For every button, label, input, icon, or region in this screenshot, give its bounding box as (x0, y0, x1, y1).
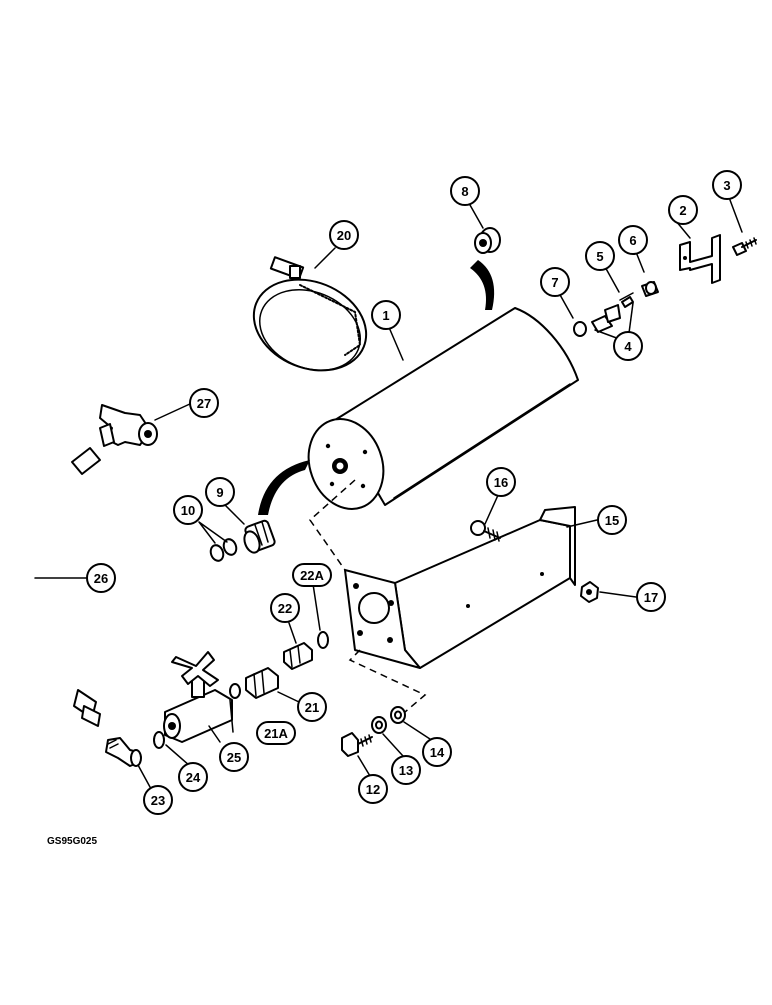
alignment-line-bolt (348, 649, 427, 713)
svg-text:21: 21 (305, 700, 319, 715)
plug-fitting-8 (474, 227, 501, 254)
callout-16: 16 (486, 467, 516, 497)
callout-5: 5 (585, 241, 615, 271)
drain-cock-25 (163, 651, 233, 743)
svg-text:23: 23 (151, 793, 165, 808)
callout-9: 9 (205, 477, 235, 507)
washer-14 (390, 706, 406, 724)
callout-10: 10 (173, 495, 203, 525)
callout-7: 7 (540, 267, 570, 297)
svg-text:5: 5 (596, 249, 603, 264)
assembly-arrow-left (258, 460, 310, 515)
tee-fitting-27 (99, 404, 158, 447)
bolt-12 (341, 732, 373, 757)
svg-text:9: 9 (216, 485, 223, 500)
callout-21A: 21A (256, 721, 296, 745)
callout-4: 4 (613, 331, 643, 361)
callout-27: 27 (189, 388, 219, 418)
washer-22A (317, 631, 329, 649)
svg-text:6: 6 (629, 233, 636, 248)
elbow-fitting-23 (105, 737, 142, 767)
screw-3 (732, 237, 757, 256)
svg-text:7: 7 (551, 275, 558, 290)
callout-23: 23 (143, 785, 173, 815)
fitting-22 (283, 642, 313, 670)
svg-text:13: 13 (399, 763, 413, 778)
svg-text:24: 24 (186, 770, 201, 785)
callout-12: 12 (358, 774, 388, 804)
callout-2: 2 (668, 195, 698, 225)
callout-21: 21 (297, 692, 327, 722)
svg-text:22: 22 (278, 601, 292, 616)
svg-text:16: 16 (494, 475, 508, 490)
callout-8: 8 (450, 176, 480, 206)
figure-code: GS95G025 (47, 836, 97, 847)
callout-14: 14 (422, 737, 452, 767)
svg-text:2: 2 (679, 203, 686, 218)
svg-text:20: 20 (337, 228, 351, 243)
svg-text:4: 4 (624, 339, 632, 354)
svg-text:15: 15 (605, 513, 619, 528)
callout-13: 13 (391, 755, 421, 785)
pipe-plug-9 (243, 519, 276, 554)
svg-text:26: 26 (94, 571, 108, 586)
callout-20: 20 (329, 220, 359, 250)
svg-text:22A: 22A (300, 568, 324, 583)
svg-text:3: 3 (723, 178, 730, 193)
fitting-21 (229, 667, 279, 699)
hose-26 (24, 447, 101, 727)
svg-text:8: 8 (461, 184, 468, 199)
callout-17: 17 (636, 582, 666, 612)
washers-10 (209, 538, 238, 562)
svg-text:17: 17 (644, 590, 658, 605)
drain-valve-parts (573, 281, 659, 337)
washer-13 (371, 716, 387, 734)
callout-22: 22 (270, 593, 300, 623)
svg-text:12: 12 (366, 782, 380, 797)
callout-1: 1 (371, 300, 401, 330)
callout-15: 15 (597, 505, 627, 535)
svg-text:1: 1 (382, 308, 389, 323)
washer-24 (153, 731, 165, 749)
tank-mounting-bracket (344, 506, 576, 669)
air-tank-cylinder (307, 307, 579, 510)
callout-22A: 22A (292, 563, 332, 587)
svg-text:14: 14 (430, 745, 445, 760)
svg-text:27: 27 (197, 396, 211, 411)
callout-3: 3 (712, 170, 742, 200)
nut-17 (580, 581, 599, 603)
callout-25: 25 (219, 742, 249, 772)
assembly-arrow-top (470, 260, 495, 310)
alignment-line-tank (309, 479, 356, 571)
hose-clamp-band (252, 256, 368, 372)
callout-6: 6 (618, 225, 648, 255)
bracket-2 (679, 234, 721, 284)
svg-text:10: 10 (181, 503, 195, 518)
callout-26: 26 (86, 563, 116, 593)
svg-text:25: 25 (227, 750, 241, 765)
callout-24: 24 (178, 762, 208, 792)
leader-lines (34, 199, 743, 799)
svg-text:21A: 21A (264, 726, 288, 741)
screw-16 (470, 520, 501, 542)
